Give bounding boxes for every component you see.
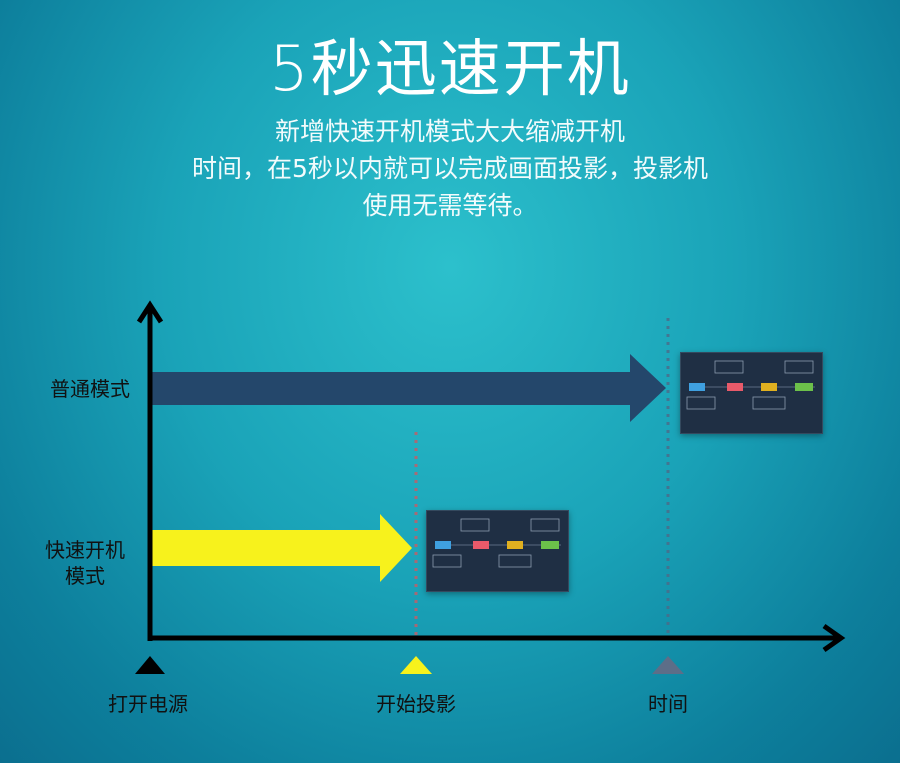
fast-mode-label: 快速开机 模式 bbox=[35, 537, 135, 589]
flowchart-thumbnail-image bbox=[427, 511, 568, 591]
description-line-1: 新增快速开机模式大大缩减开机 bbox=[274, 117, 625, 146]
normal-mode-projection-thumbnail bbox=[680, 352, 823, 434]
normal-mode-arrow bbox=[152, 354, 666, 422]
power-on-label: 打开电源 bbox=[108, 692, 188, 716]
start-projection-label: 开始投影 bbox=[376, 692, 456, 716]
start-marker bbox=[400, 656, 432, 674]
page-title: 5秒迅速开机 bbox=[269, 32, 631, 105]
fast-mode-label-line-2: 模式 bbox=[65, 564, 105, 588]
time-marker bbox=[652, 656, 684, 674]
description-line-3: 使用无需等待。 bbox=[362, 191, 538, 220]
fast-mode-arrow bbox=[152, 514, 412, 582]
normal-mode-label: 普通模式 bbox=[50, 377, 130, 401]
description: 新增快速开机模式大大缩减开机 时间，在5秒以内就可以完成画面投影，投影机 使用无… bbox=[0, 113, 900, 224]
flowchart-thumbnail-image bbox=[681, 353, 822, 433]
x-axis-arrowhead bbox=[822, 623, 846, 653]
time-label: 时间 bbox=[648, 692, 688, 716]
y-axis-arrowhead bbox=[136, 300, 164, 324]
power-marker bbox=[135, 656, 165, 674]
fast-mode-projection-thumbnail bbox=[426, 510, 569, 592]
fast-mode-label-line-1: 快速开机 bbox=[45, 538, 125, 562]
description-line-2: 时间，在5秒以内就可以完成画面投影，投影机 bbox=[192, 154, 708, 183]
